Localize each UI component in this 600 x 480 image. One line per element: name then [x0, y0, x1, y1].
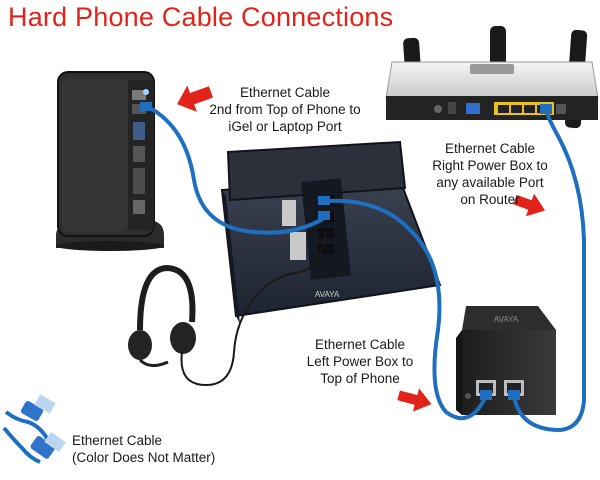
label-line: on Router	[460, 192, 520, 207]
label-line: iGel or Laptop Port	[228, 119, 342, 134]
cable-thin-client-to-phone	[148, 106, 328, 235]
thin-client-device	[56, 71, 164, 251]
label-line: 2nd from Top of Phone to	[209, 102, 361, 117]
label-line: Ethernet Cable	[314, 337, 406, 352]
power-box-brand-text: AVAYA	[494, 315, 519, 324]
label-power-box: Ethernet Cable Left Power Box to Top of …	[296, 336, 424, 387]
label-line: Left Power Box to	[306, 354, 414, 369]
label-router: Ethernet Cable Right Power Box to any av…	[410, 140, 570, 208]
cable-phone-to-power-box	[324, 198, 488, 421]
router-device	[385, 26, 599, 129]
cable-power-box-to-router	[512, 108, 587, 433]
router-logo	[470, 64, 514, 74]
arrow-thin-client-icon	[177, 85, 213, 112]
label-line: Ethernet Cable	[239, 85, 331, 100]
arrow-power-box-icon	[397, 388, 432, 412]
headset-device	[128, 229, 327, 387]
power-box-device: AVAYA	[456, 306, 556, 415]
phone-brand-text: AVAYA	[315, 290, 340, 299]
ethernet-plug-icon	[2, 394, 66, 464]
arrow-router-icon	[513, 193, 546, 217]
label-line: Top of Phone	[320, 371, 400, 386]
page-title: Hard Phone Cable Connections	[8, 2, 394, 32]
label-thin-client: Ethernet Cable 2nd from Top of Phone to …	[200, 84, 370, 135]
label-line: Ethernet Cable	[72, 433, 163, 448]
label-line: Right Power Box to	[432, 158, 548, 173]
label-line: any available Port	[436, 175, 544, 190]
label-line: (Color Does Not Matter)	[72, 450, 216, 465]
phone-label	[282, 200, 296, 226]
label-legend: Ethernet Cable (Color Does Not Matter)	[72, 432, 230, 466]
ethernet-cables	[140, 102, 587, 433]
router-wan-port	[466, 103, 480, 114]
label-line: Ethernet Cable	[444, 141, 536, 156]
